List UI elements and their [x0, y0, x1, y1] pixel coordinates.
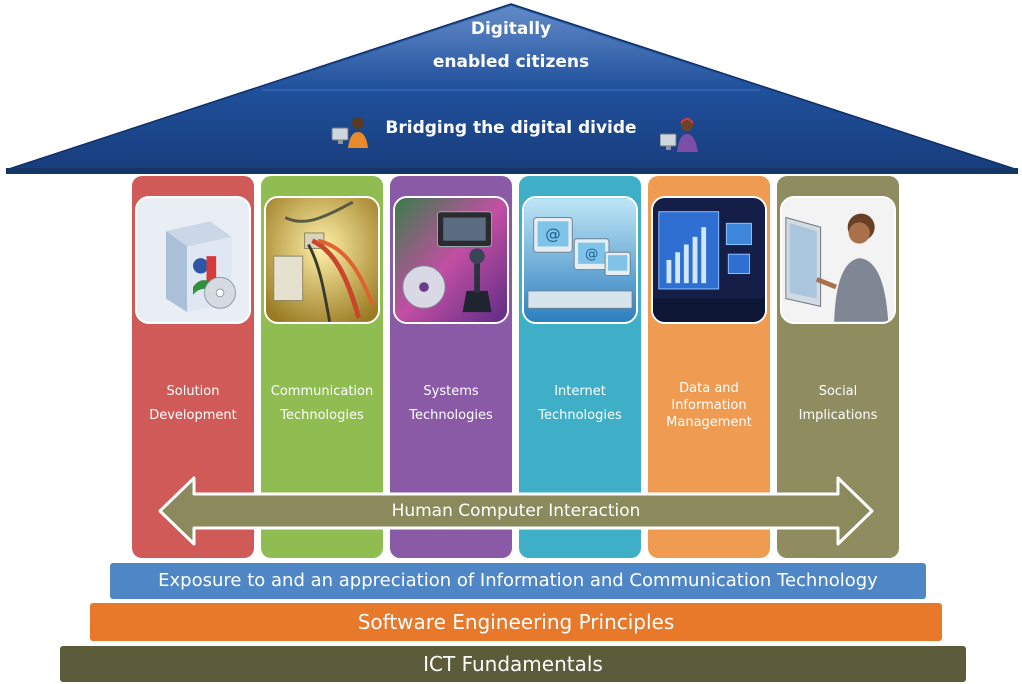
svg-text:@: @ [585, 246, 599, 262]
pillar-label-line1: Social [818, 384, 858, 399]
hardware-devices-icon [393, 196, 509, 324]
roof-subtitle: Bridging the digital divide [385, 118, 637, 138]
software-box-icon [135, 196, 251, 324]
pillar-label-line3: Management [666, 415, 752, 430]
person-with-headset-icon [660, 118, 698, 152]
hci-label: Human Computer Interaction [391, 501, 641, 521]
pillar-label-line1: Solution [166, 384, 220, 399]
hci-double-arrow [158, 476, 874, 546]
pillar-label-line2: Development [149, 408, 237, 423]
roof-triangle [5, 3, 1019, 174]
roof-title-line2: enabled citizens [432, 52, 590, 72]
data-screens-icon [651, 196, 767, 324]
pillar-label-line1: Communication [270, 384, 374, 399]
internet-computers-icon: @ @ [522, 196, 638, 324]
pillar-label-line2: Technologies [280, 408, 364, 423]
person-at-computer-icon [331, 117, 368, 148]
svg-text:@: @ [545, 226, 560, 244]
foundation-software-engineering-bar: Software Engineering Principles [90, 603, 942, 641]
pillar-label-line2: Information [671, 398, 747, 413]
pillar-label-line2: Technologies [538, 408, 622, 423]
pillar-label-line1: Internet [554, 384, 606, 399]
person-using-computer-icon [780, 196, 896, 324]
network-cables-icon [264, 196, 380, 324]
foundation-exposure-bar: Exposure to and an appreciation of Infor… [110, 563, 926, 599]
pillar-label-line1: Data and [679, 381, 739, 396]
foundation-ict-fundamentals-bar: ICT Fundamentals [60, 646, 966, 682]
pillar-label-line2: Technologies [409, 408, 493, 423]
roof-title-line1: Digitally [470, 19, 552, 39]
pillar-label-line2: Implications [798, 408, 878, 423]
pillar-label-line1: Systems [423, 384, 479, 399]
